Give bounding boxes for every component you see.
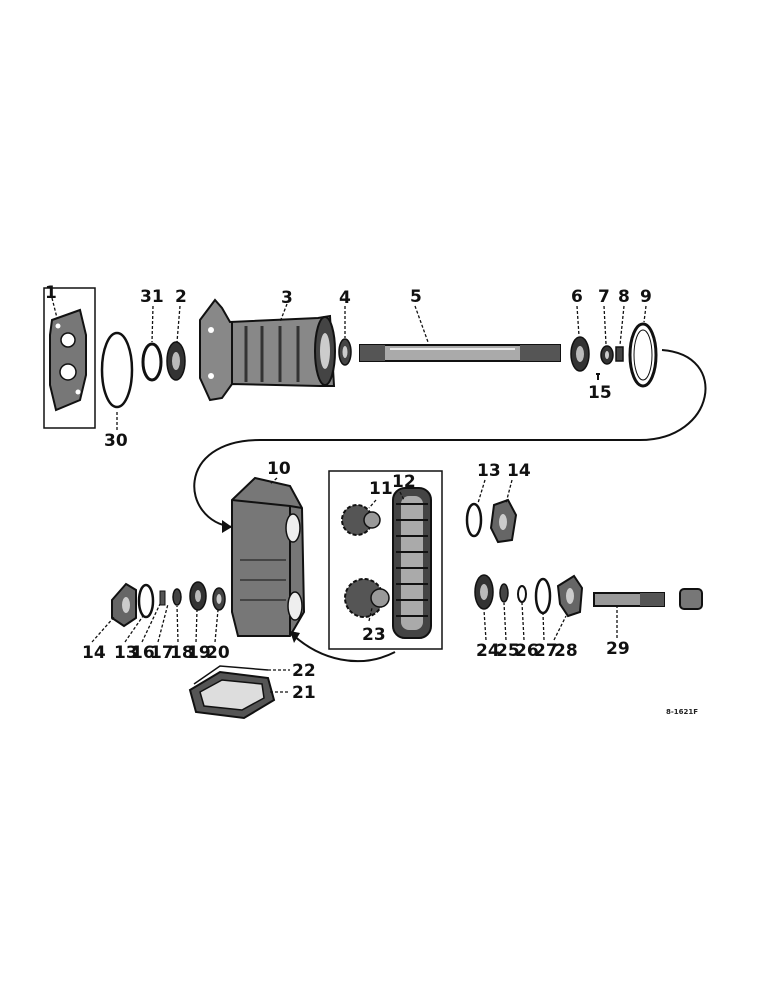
part-28-retainer bbox=[556, 574, 584, 618]
parts-sprocket-chain-assembly bbox=[328, 470, 443, 650]
part-23-lower-sprocket bbox=[344, 578, 390, 618]
callout-9: 9 bbox=[640, 287, 652, 307]
callout-13-lower: 13 bbox=[114, 643, 138, 663]
callout-28: 28 bbox=[554, 641, 578, 661]
part-14-cover-lower bbox=[111, 582, 137, 628]
part-1-cover-plate bbox=[43, 287, 96, 429]
part-19-bearing bbox=[189, 581, 207, 611]
callout-8: 8 bbox=[618, 287, 630, 307]
part-26-spacer bbox=[517, 585, 527, 603]
leader-lines bbox=[51, 297, 647, 693]
part-25-washer bbox=[499, 583, 509, 603]
part-13-gasket-lower bbox=[137, 583, 155, 619]
part-6-bearing bbox=[570, 336, 590, 372]
callout-labels: 1 31 2 3 4 5 6 7 8 9 15 30 10 11 12 13 1… bbox=[45, 283, 698, 716]
callout-25: 25 bbox=[496, 641, 520, 661]
callout-7: 7 bbox=[598, 287, 610, 307]
part-11-upper-sprocket bbox=[341, 504, 381, 536]
part-30-gasket bbox=[100, 331, 134, 409]
callout-26: 26 bbox=[515, 641, 539, 661]
callout-22: 22 bbox=[292, 661, 316, 681]
part-20-seal bbox=[212, 587, 226, 611]
part-3-housing bbox=[199, 298, 336, 402]
callout-4: 4 bbox=[339, 288, 351, 308]
callout-13-upper: 13 bbox=[477, 461, 501, 481]
part-9-gasket bbox=[628, 322, 658, 388]
callout-21: 21 bbox=[292, 683, 316, 703]
callout-20: 20 bbox=[206, 643, 230, 663]
callout-29: 29 bbox=[606, 639, 630, 659]
callout-6: 6 bbox=[571, 287, 583, 307]
part-7-nut bbox=[600, 345, 614, 365]
part-10-gear-case bbox=[231, 476, 306, 637]
callout-16: 16 bbox=[131, 643, 155, 663]
callout-5: 5 bbox=[410, 287, 422, 307]
part-12-chain bbox=[392, 487, 432, 639]
callout-30: 30 bbox=[104, 431, 128, 451]
part-24-bearing bbox=[474, 574, 494, 610]
callout-2: 2 bbox=[175, 287, 187, 307]
callout-10: 10 bbox=[267, 459, 291, 479]
callout-23: 23 bbox=[362, 625, 386, 645]
part-5-shaft bbox=[359, 344, 561, 362]
callout-27: 27 bbox=[534, 641, 558, 661]
callout-15: 15 bbox=[588, 383, 612, 403]
part-18-washer bbox=[172, 588, 182, 606]
connector-curve-upper bbox=[193, 349, 707, 528]
part-29-output-shaft bbox=[593, 588, 703, 610]
callout-24: 24 bbox=[476, 641, 500, 661]
part-15-cotter-pin bbox=[596, 373, 600, 380]
part-31-snap-ring bbox=[141, 342, 163, 382]
callout-31: 31 bbox=[140, 287, 164, 307]
part-4-seal bbox=[338, 338, 352, 366]
figure-reference-code: 8-1621F bbox=[666, 708, 698, 716]
part-21-22-cover-gasket bbox=[188, 665, 276, 720]
callout-12: 12 bbox=[392, 472, 416, 492]
callout-14-upper: 14 bbox=[507, 461, 531, 481]
callout-18: 18 bbox=[170, 643, 194, 663]
connector-curve-lower bbox=[291, 633, 396, 663]
part-13-gasket-upper bbox=[465, 502, 483, 538]
callout-19: 19 bbox=[187, 643, 211, 663]
callout-14-lower: 14 bbox=[82, 643, 106, 663]
part-16-shim bbox=[159, 590, 166, 606]
part-14-cover-upper bbox=[489, 498, 518, 544]
callout-17: 17 bbox=[150, 643, 174, 663]
part-27-gasket bbox=[534, 577, 552, 615]
part-8-lock-washer bbox=[615, 346, 624, 362]
callout-11: 11 bbox=[369, 479, 393, 499]
callout-1: 1 bbox=[45, 283, 57, 303]
callout-3: 3 bbox=[281, 288, 293, 308]
part-2-bearing bbox=[166, 341, 186, 381]
